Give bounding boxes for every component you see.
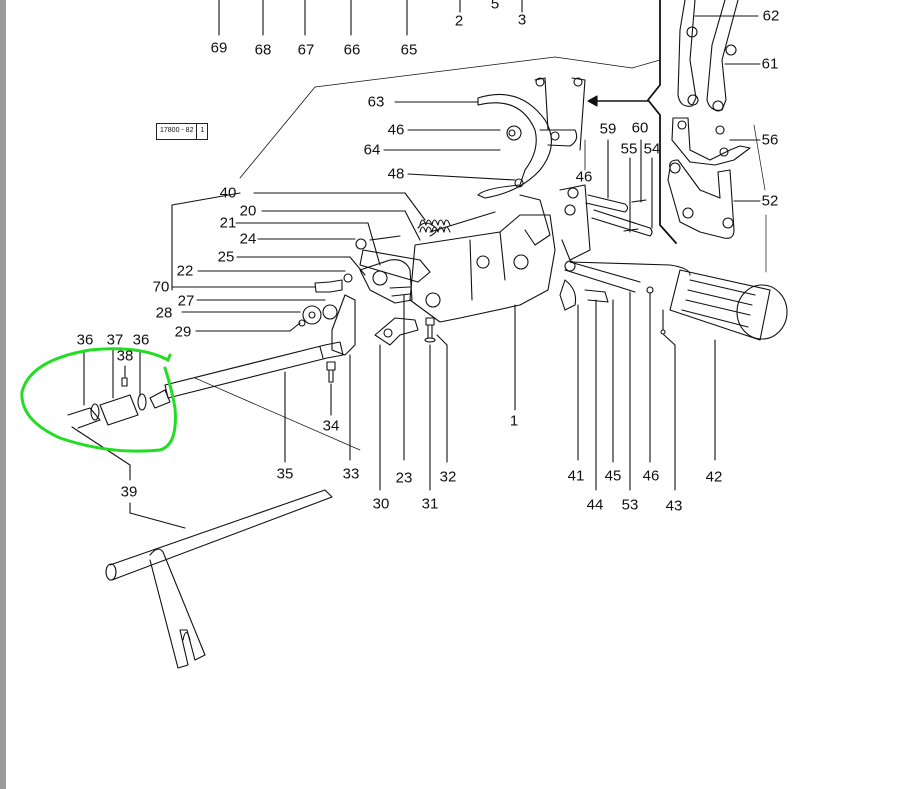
bracket-divider bbox=[647, 0, 677, 244]
callout-31: 31 bbox=[421, 495, 439, 513]
callout-46: 46 bbox=[642, 467, 660, 485]
callout-63: 63 bbox=[367, 93, 385, 111]
callout-1: 1 bbox=[509, 412, 519, 430]
callout-70: 70 bbox=[152, 278, 170, 296]
callout-46: 46 bbox=[387, 121, 405, 139]
callout-30: 30 bbox=[372, 495, 390, 513]
callout-44: 44 bbox=[586, 496, 604, 514]
callout-40: 40 bbox=[219, 184, 237, 202]
part-bracket-30 bbox=[374, 294, 448, 491]
callout-20: 20 bbox=[239, 202, 257, 220]
part-linkage-20-29 bbox=[171, 210, 431, 356]
callout-37: 37 bbox=[106, 331, 124, 349]
callout-45: 45 bbox=[604, 467, 622, 485]
callout-54: 54 bbox=[643, 140, 661, 158]
callout-66: 66 bbox=[343, 41, 361, 59]
part-coupling-36-37 bbox=[67, 349, 171, 481]
reference-box: 17800 - 82 1 bbox=[156, 123, 209, 140]
callout-36: 36 bbox=[76, 331, 94, 349]
scrollbar[interactable] bbox=[0, 0, 6, 789]
callout-34: 34 bbox=[322, 417, 340, 435]
callout-59: 59 bbox=[599, 120, 617, 138]
callout-22: 22 bbox=[176, 262, 194, 280]
callout-25: 25 bbox=[217, 248, 235, 266]
callout-60: 60 bbox=[631, 119, 649, 137]
callout-61: 61 bbox=[761, 55, 779, 73]
callout-56: 56 bbox=[761, 131, 779, 149]
reference-sheet: 1 bbox=[196, 124, 207, 139]
callout-21: 21 bbox=[219, 214, 237, 232]
callout-52: 52 bbox=[761, 192, 779, 210]
callout-32: 32 bbox=[439, 468, 457, 486]
callout-33: 33 bbox=[342, 465, 360, 483]
callout-35: 35 bbox=[276, 465, 294, 483]
callout-43: 43 bbox=[665, 497, 683, 515]
top-leaders bbox=[218, 0, 523, 36]
callout-46: 46 bbox=[575, 168, 593, 186]
callout-5: 5 bbox=[490, 0, 500, 13]
callout-39: 39 bbox=[120, 483, 138, 501]
part-brackets-52-56 bbox=[667, 117, 767, 273]
callout-28: 28 bbox=[155, 304, 173, 322]
callout-2: 2 bbox=[454, 12, 464, 30]
callout-29: 29 bbox=[174, 323, 192, 341]
callout-27: 27 bbox=[177, 292, 195, 310]
callout-23: 23 bbox=[395, 469, 413, 487]
part-knob-42 bbox=[559, 260, 788, 491]
callout-69: 69 bbox=[210, 39, 228, 57]
part-spring-40 bbox=[171, 192, 451, 291]
highlight-circle bbox=[20, 347, 177, 453]
callout-55: 55 bbox=[620, 140, 638, 158]
callout-62: 62 bbox=[762, 7, 780, 25]
callout-24: 24 bbox=[239, 230, 257, 248]
callout-68: 68 bbox=[254, 41, 272, 59]
part-shift-rod-39 bbox=[105, 489, 333, 669]
callout-42: 42 bbox=[705, 468, 723, 486]
callout-38: 38 bbox=[116, 347, 134, 365]
part-shaft-35 bbox=[164, 341, 361, 463]
callout-3: 3 bbox=[517, 11, 527, 29]
callout-67: 67 bbox=[297, 41, 315, 59]
callout-41: 41 bbox=[567, 467, 585, 485]
group-outline bbox=[239, 56, 633, 179]
part-housing-1 bbox=[409, 184, 591, 411]
callout-53: 53 bbox=[621, 496, 639, 514]
part-shift-fork-63 bbox=[383, 77, 586, 199]
callout-36: 36 bbox=[132, 331, 150, 349]
callout-65: 65 bbox=[400, 41, 418, 59]
callout-48: 48 bbox=[387, 165, 405, 183]
callout-64: 64 bbox=[363, 141, 381, 159]
part-levers-61-62 bbox=[677, 0, 761, 112]
part-pins-54-59 bbox=[584, 139, 653, 237]
reference-code: 17800 - 82 bbox=[160, 127, 194, 134]
